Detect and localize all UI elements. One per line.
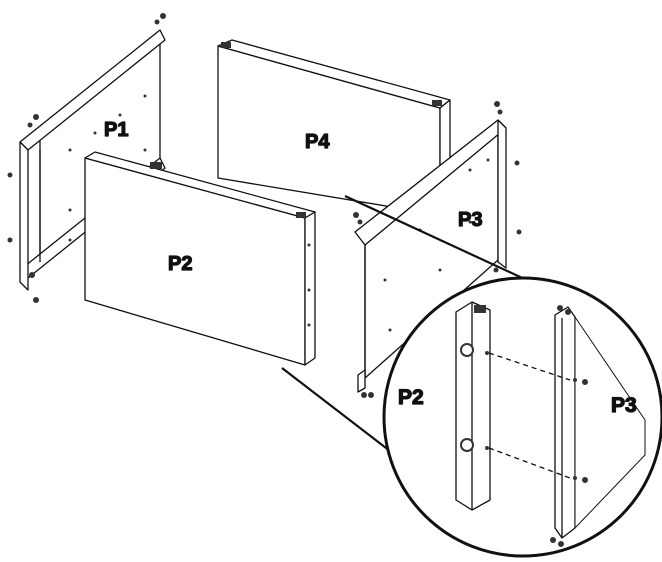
detail-screw-group xyxy=(550,305,588,547)
p3-screw-group xyxy=(353,101,522,398)
panel-p2: P2 xyxy=(84,151,316,366)
detail-p2-label: P2 xyxy=(398,386,424,409)
panel-p3-label: P3 xyxy=(458,209,482,231)
panel-p1-label: P1 xyxy=(104,119,128,141)
panel-p2-label: P2 xyxy=(168,253,192,275)
detail-p3-label: P3 xyxy=(611,394,637,417)
detail-magnifier: P2 P3 xyxy=(382,276,662,558)
panel-p4-label: P4 xyxy=(305,131,330,153)
panel-p3: P3 xyxy=(353,101,522,398)
p2-hole-group xyxy=(307,243,311,327)
p1-screw-group xyxy=(7,13,166,303)
panel-p4: P4 xyxy=(217,39,451,216)
